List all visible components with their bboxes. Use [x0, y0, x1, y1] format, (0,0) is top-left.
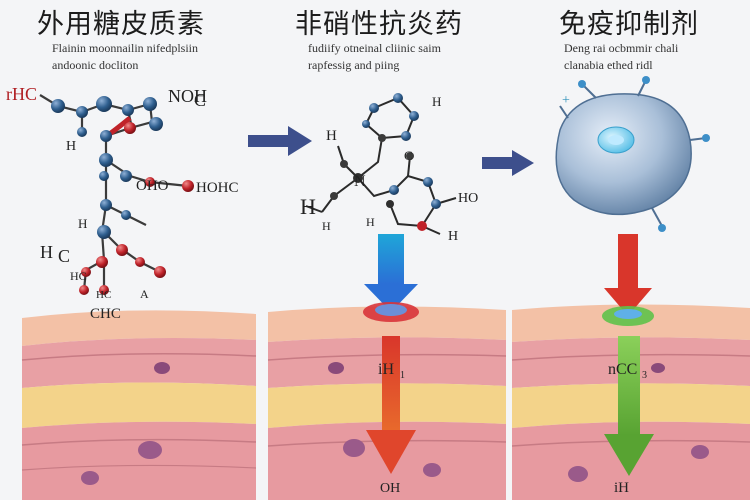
label-h-4: H [448, 229, 458, 244]
label-oho: OHO [136, 178, 169, 194]
panel-subtitle: Deng rai ocbmmir chali clanabia ethed ri… [564, 40, 678, 74]
atom-labels: rHC NOH C H OHO HOHC H H C HC A CHC HC [6, 84, 239, 322]
subtitle-line-2: andoonic docliton [52, 58, 139, 72]
bottom-label: iH [614, 480, 629, 496]
svg-text:3: 3 [642, 370, 647, 381]
label-hc-2: HC [96, 289, 111, 301]
label-chc: CHC [90, 306, 121, 322]
atoms [51, 96, 194, 295]
label-a: A [140, 287, 149, 301]
arrow-right-icon [482, 150, 534, 176]
svg-text:iH: iH [378, 361, 394, 378]
panel-subtitle: Flainin moonnailin nifedplsiin andoonic … [52, 40, 198, 74]
label-h-2: H [326, 128, 337, 144]
target-site-icon [602, 306, 654, 326]
label-h-5: H [322, 219, 331, 233]
label-ho: HO [458, 191, 478, 206]
subtitle-line-1: fudiify otneinal cliinic saim [308, 41, 441, 55]
label-h-3: H [78, 216, 87, 231]
drug-label: nCC 3 [608, 361, 647, 381]
molecule-skin-diagram-2: H H N H HO C H H H iH 1 OH [267, 93, 507, 500]
drug-label: iH 1 [378, 361, 405, 381]
label-c-2: C [58, 246, 70, 266]
svg-text:1: 1 [400, 370, 405, 381]
label-noh: NOH [168, 86, 207, 106]
label-c: C [404, 148, 413, 163]
blue-penetration-arrow [363, 234, 419, 322]
red-downward-arrow [604, 234, 652, 316]
panel-title: 免疫抑制剂 [559, 9, 699, 40]
panel-title: 非硝性抗炎药 [295, 9, 463, 40]
atom-labels: H H N H HO C H H H [300, 94, 478, 244]
arrow-right-icon [248, 126, 312, 156]
label-n: N [354, 173, 366, 190]
atoms [330, 93, 441, 231]
subtitle-line-2: rapfessig and piing [308, 58, 400, 72]
svg-text:+: + [562, 93, 570, 108]
subtitle-line-1: Flainin moonnailin nifedplsiin [52, 41, 198, 55]
molecule-skin-diagram-1: rHC NOH C H OHO HOHC H H C HC A CHC HC [6, 84, 257, 500]
subtitle-line-2: clanabia ethed ridl [564, 58, 653, 72]
svg-text:nCC: nCC [608, 361, 637, 378]
label-h-3: H [300, 194, 316, 219]
label-h-1: H [66, 139, 76, 154]
immune-cell-icon: + [555, 76, 710, 232]
panel-corticosteroid: 外用糖皮质素 Flainin moonnailin nifedplsiin an… [0, 0, 262, 500]
subtitle-line-1: Deng rai ocbmmir chali [564, 41, 679, 55]
label-h-1: H [432, 94, 441, 109]
label-hc: HC [70, 269, 87, 283]
label-rhc: rHC [6, 84, 37, 104]
green-downward-arrow [604, 336, 654, 476]
red-downward-arrow [366, 336, 416, 474]
panel-immunosuppressant: 免疫抑制剂 Deng rai ocbmmir chali clanabia et… [512, 0, 750, 500]
label-h-2: H [40, 242, 53, 262]
panel-subtitle: fudiify otneinal cliinic saim rapfessig … [308, 40, 441, 74]
cell-skin-diagram-3: + nCC 3 iH [512, 76, 750, 500]
label-hohc: HOHC [196, 180, 239, 196]
bottom-label: OH [380, 481, 400, 496]
panel-nsaid: 非硝性抗炎药 fudiify otneinal cliinic saim rap… [262, 0, 512, 500]
label-c: C [194, 90, 206, 110]
label-h-6: H [366, 215, 375, 229]
panel-title: 外用糖皮质素 [37, 9, 205, 40]
skin-cross-section [21, 310, 257, 500]
bonds [305, 96, 457, 235]
